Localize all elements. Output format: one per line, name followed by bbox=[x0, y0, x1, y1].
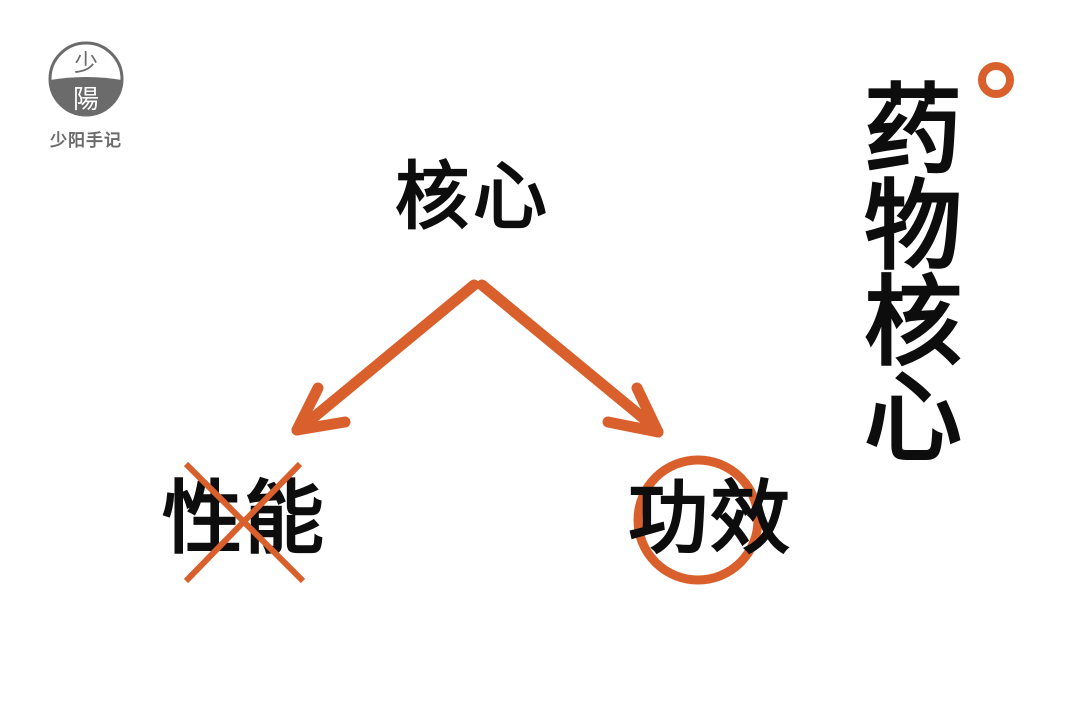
logo-caption: 少阳手记 bbox=[50, 131, 122, 151]
side-title-char: 核 bbox=[863, 265, 962, 380]
svg-text:少: 少 bbox=[74, 49, 98, 77]
side-title-char: 药 bbox=[863, 73, 962, 188]
circle-mark-icon bbox=[633, 455, 763, 585]
svg-text:陽: 陽 bbox=[73, 85, 99, 115]
circle-dot-icon bbox=[978, 62, 1014, 98]
seal-icon: 少 陽 bbox=[48, 41, 124, 117]
arrow-right-icon bbox=[476, 279, 664, 438]
right-branch-label: 功效 bbox=[628, 471, 792, 565]
root-node-label: 核心 bbox=[395, 154, 551, 240]
side-title-char: 心 bbox=[863, 361, 962, 476]
side-title-char: 物 bbox=[863, 169, 962, 284]
arrow-left-icon bbox=[291, 279, 480, 436]
side-title: 药 物 核 心 bbox=[858, 73, 968, 476]
logo: 少 陽 少阳手记 bbox=[46, 40, 126, 151]
